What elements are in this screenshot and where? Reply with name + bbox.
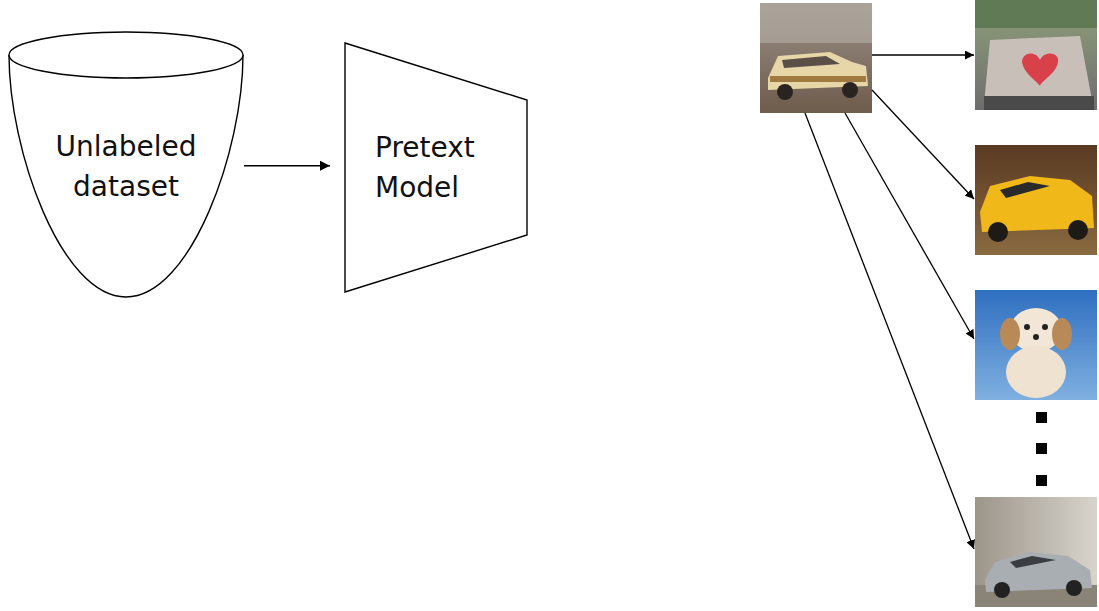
target-image: [975, 290, 1097, 400]
dog-body: [1006, 346, 1066, 398]
car-wheel: [1068, 220, 1088, 240]
node-label: Pretext Model: [375, 128, 515, 208]
dog-ear: [1052, 318, 1072, 350]
outline-path: [9, 55, 243, 297]
car-wheel: [994, 582, 1010, 598]
ellipsis-dot: [1036, 475, 1047, 486]
node-label: Unlabeled dataset: [31, 127, 221, 207]
image-ground: [760, 3, 872, 113]
image-arrow: [872, 54, 974, 55]
image-trees: [975, 0, 1097, 28]
car-wheel: [842, 82, 858, 98]
car-wheel: [988, 222, 1008, 242]
car-stripe: [770, 76, 866, 82]
car-wheel: [777, 84, 793, 100]
target-image: [975, 145, 1097, 255]
dataset-cylinder: Unlabeled dataset: [8, 30, 244, 298]
dog-nose: [1033, 334, 1039, 340]
model-trapezoid: Pretext Model: [344, 42, 528, 293]
car-wheel: [1066, 580, 1082, 596]
image-ground: [975, 497, 1097, 607]
image-ground: [975, 290, 1097, 400]
ellipsis-dot: [1036, 412, 1047, 423]
car-window: [782, 56, 840, 68]
image-arrow: [845, 113, 974, 339]
dog-eye: [1024, 324, 1030, 330]
dog-eye: [1042, 324, 1048, 330]
image-arrow: [805, 113, 974, 549]
node-outline: [8, 30, 244, 298]
cylinder-top: [9, 32, 243, 78]
truck-body: [984, 36, 1092, 104]
node-outline: [344, 42, 528, 293]
car-window: [1000, 182, 1050, 198]
flow-arrow: [244, 165, 330, 166]
target-image: [975, 497, 1097, 607]
image-wall: [760, 3, 872, 43]
image-ground: [975, 0, 1097, 110]
image-ground: [975, 145, 1097, 255]
image-arrow: [872, 90, 974, 199]
target-image: [975, 0, 1097, 110]
ellipsis-dot: [1036, 443, 1047, 454]
heart-shape: [1022, 53, 1058, 86]
truck-bumper: [984, 96, 1094, 110]
car-window: [1010, 556, 1056, 568]
source-image: [760, 3, 872, 113]
outline-path: [345, 43, 527, 292]
dog-ear: [1000, 318, 1020, 350]
